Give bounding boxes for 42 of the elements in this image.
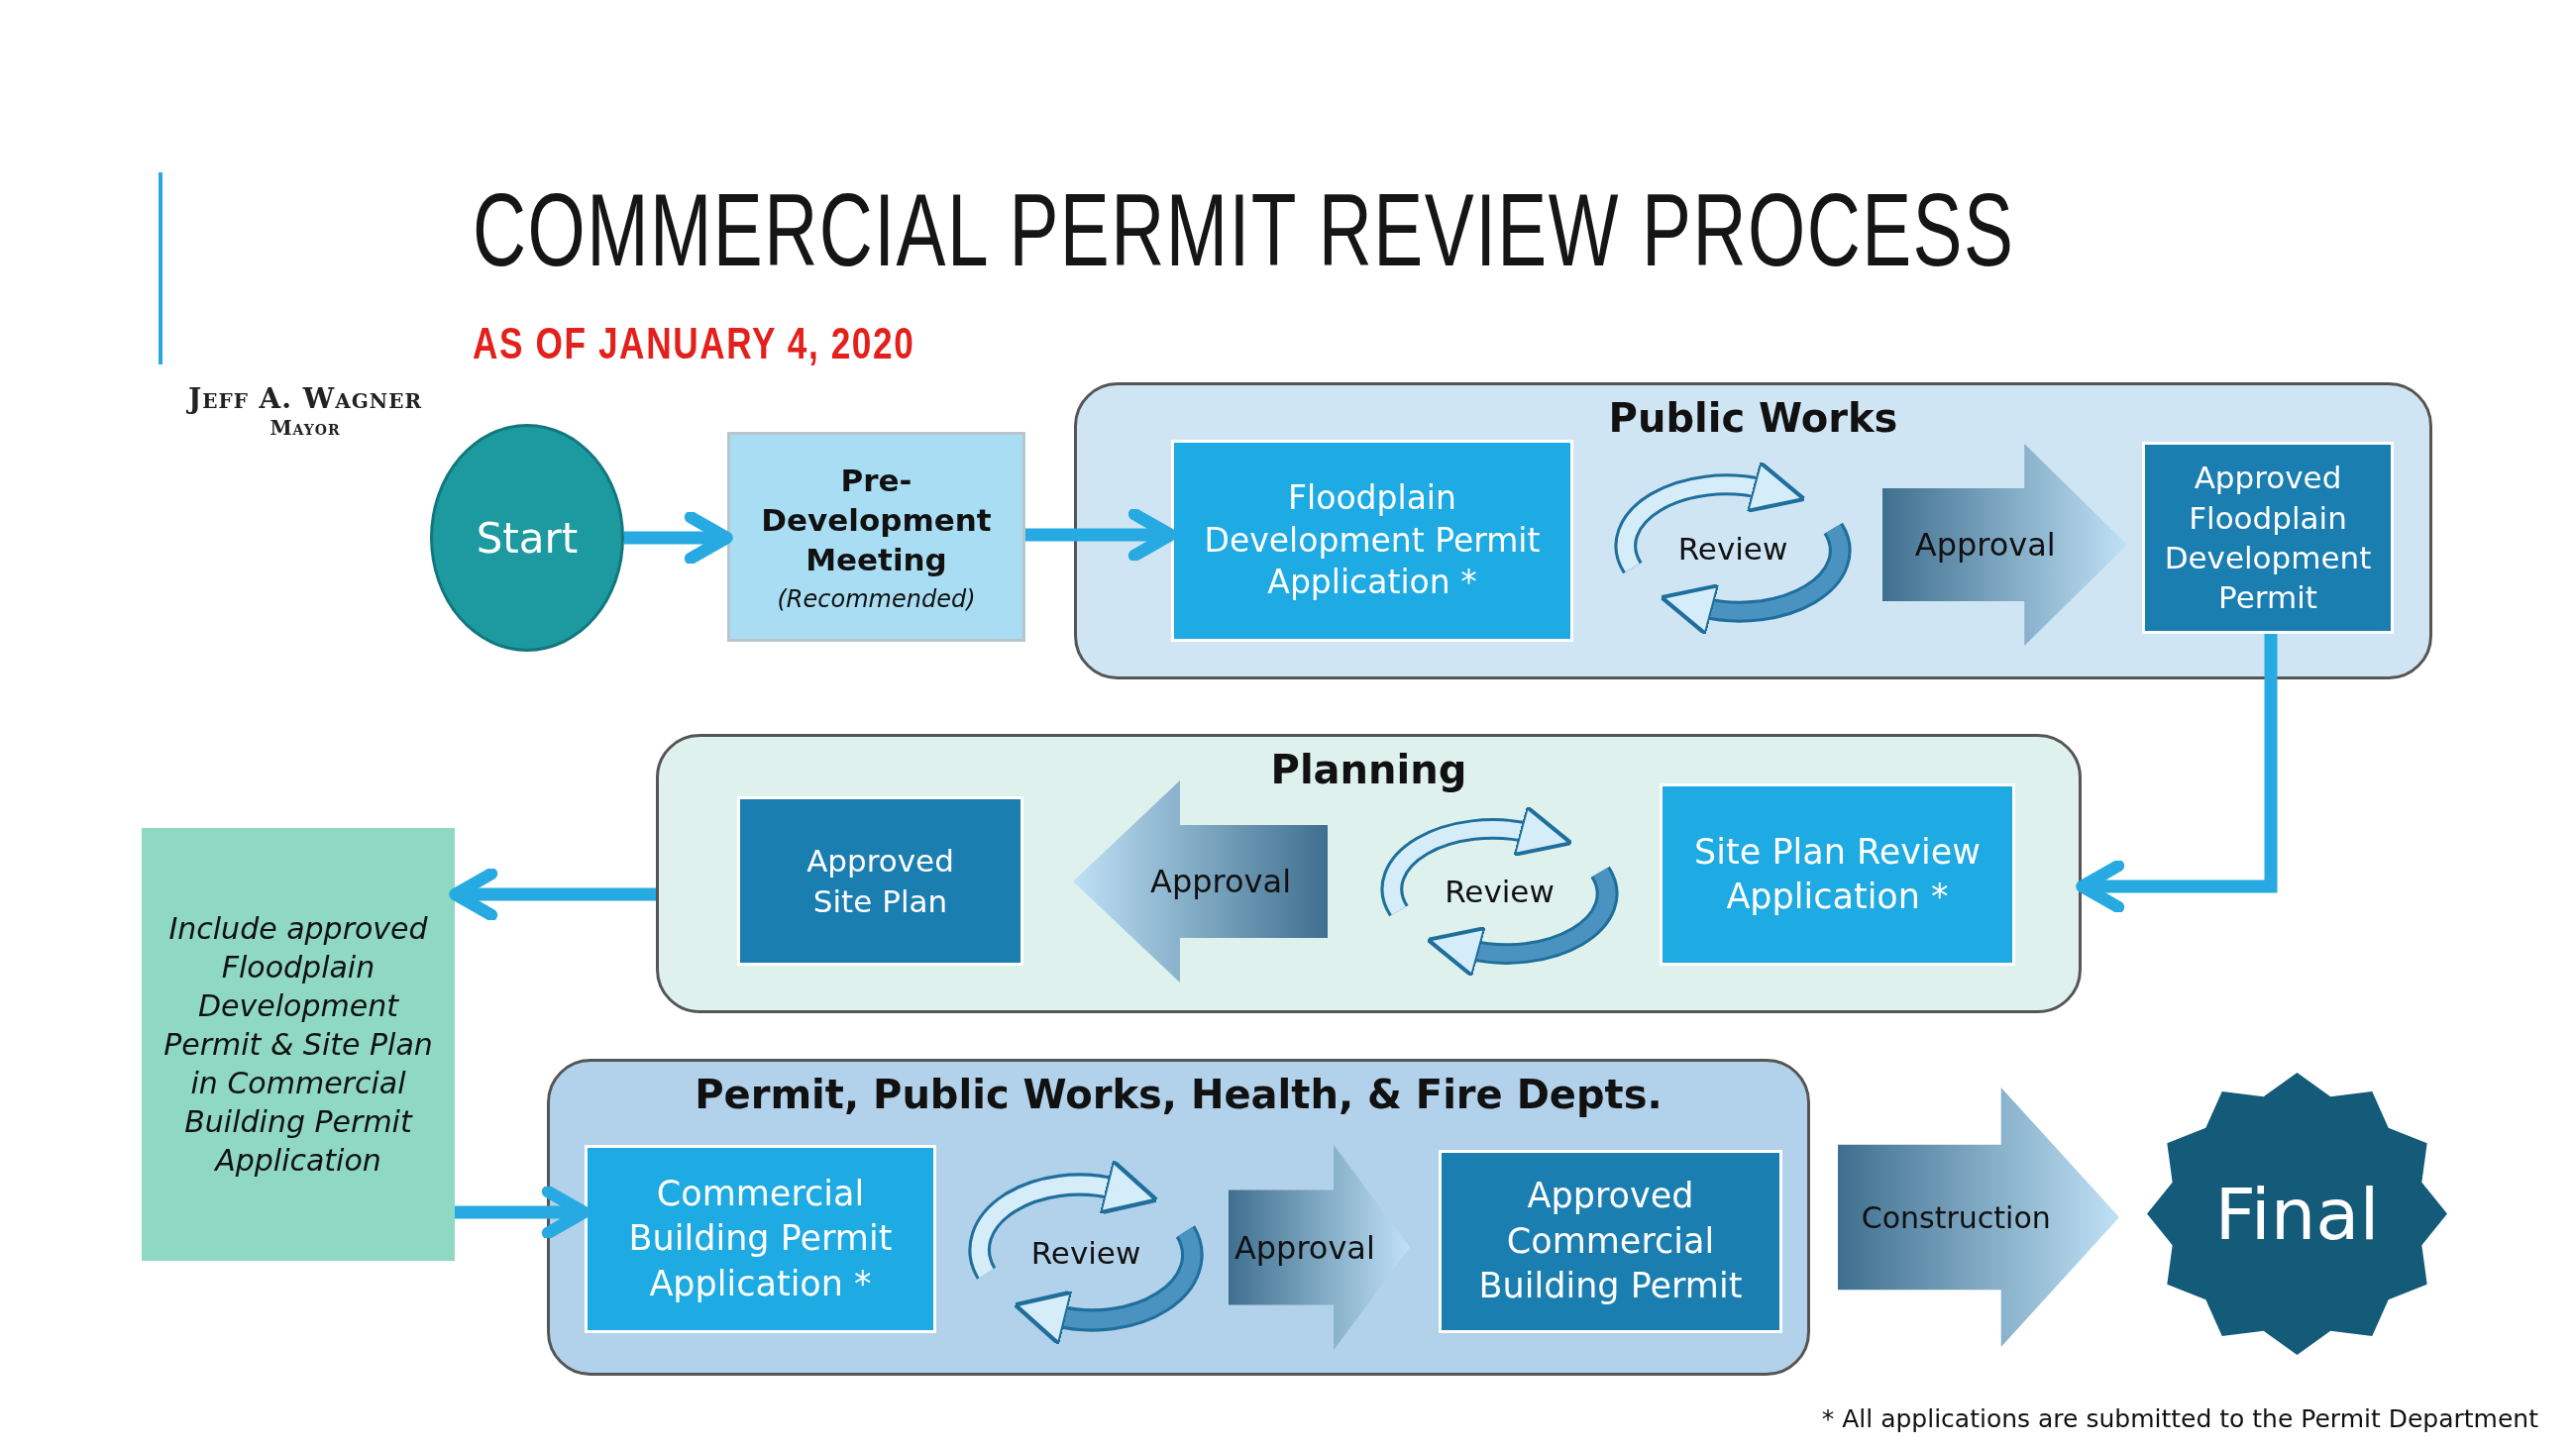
panel-heading: Public Works [1607, 395, 1899, 441]
flow-arrow [624, 510, 733, 566]
footnote: * All applications are submitted to the Permit Department [1821, 1404, 2538, 1433]
process-box [737, 796, 1023, 966]
note-box [142, 828, 455, 1261]
step-label: Approval [1914, 526, 2056, 564]
flow-arrow [2076, 634, 2278, 914]
step-label: Start [476, 513, 579, 563]
process-box [1660, 783, 2015, 966]
step-label: Approved Commercial Building Permit [1477, 1175, 1744, 1308]
step-label: Review [1445, 874, 1555, 909]
department-panel [1074, 382, 2432, 679]
step-label: Commercial Building Permit Application * [627, 1172, 894, 1305]
step-label: Include approved Floodplain Development Permit & Site Plan in Commercial Building Permit Application [162, 910, 434, 1180]
process-box [727, 432, 1025, 642]
process-box [1171, 440, 1573, 642]
step-label: Construction [1861, 1199, 2051, 1235]
flow-arrow [1025, 507, 1177, 563]
process-box [585, 1145, 936, 1333]
step-label: Review [1677, 530, 1788, 567]
step-label: Approved Floodplain Development Permit [2163, 459, 2373, 618]
flow-arrow [455, 1185, 590, 1240]
department-panel [656, 734, 2082, 1013]
process-box [1439, 1150, 1782, 1333]
step-label: Pre-Development Meeting [760, 461, 993, 580]
step-label: Approval [1234, 1228, 1375, 1267]
step-label: Review [1030, 1234, 1141, 1271]
step-label: Approved Site Plan [805, 842, 955, 921]
subtitle: AS OF JANUARY 4, 2020 [473, 322, 915, 365]
page-title: COMMERCIAL PERMIT REVIEW PROCESS [473, 178, 2015, 281]
panel-heading: Permit, Public Works, Health, & Fire Depts. [694, 1072, 1664, 1117]
step-label: Final [2214, 1172, 2380, 1256]
step-label: Floodplain Development Permit Application * [1203, 476, 1542, 604]
department-panel [547, 1059, 1810, 1376]
name-text: Jeff A. Wagner [185, 382, 424, 415]
role-text: Mayor [268, 416, 342, 440]
note-text: (Recommended) [777, 585, 976, 614]
flow-arrow [449, 867, 656, 922]
step-label: Approval [1150, 863, 1292, 900]
step-label: Site Plan Review Application * [1693, 830, 1982, 918]
process-box [2142, 442, 2394, 634]
panel-heading: Planning [1269, 747, 1468, 792]
